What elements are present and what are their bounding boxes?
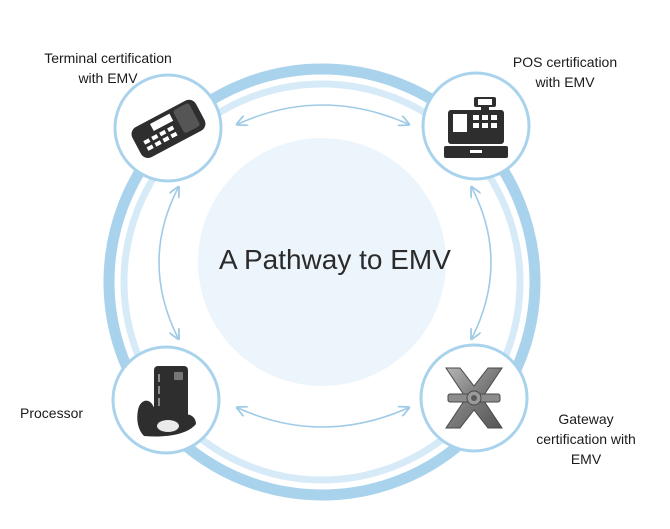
node-pos [421,71,531,181]
diagram-title: A Pathway to EMV [219,244,451,275]
label-processor-line1: Processor [20,405,84,421]
outer-ring [103,63,541,501]
label-pos-line2: with EMV [535,74,595,90]
label-gateway-line1: Gateway [558,411,614,427]
inner-ring [120,80,524,484]
arrow-right [472,188,492,338]
card-in-hand-icon [137,366,196,437]
arrow-top [238,104,408,124]
arrow-bottom [238,408,408,428]
node-gateway [419,343,529,453]
node-terminal [113,73,223,183]
label-terminal-line2: with EMV [78,70,138,86]
node-processor [111,345,221,455]
card-terminal-icon [131,99,206,158]
label-terminal: Terminal certification with EMV [18,48,198,88]
label-processor: Processor [20,403,120,423]
label-pos-line1: POS certification [512,54,618,70]
label-gateway-line3: EMV [570,451,602,467]
gateway-cross-icon [445,367,503,429]
label-gateway-line2: certification with [536,431,636,447]
label-gateway: Gateway certification with EMV [526,409,646,469]
label-pos: POS certification with EMV [490,52,640,92]
cash-register-icon [444,97,508,158]
arrow-left [158,188,178,338]
center-disc [198,138,446,386]
label-terminal-line1: Terminal certification [44,50,172,66]
